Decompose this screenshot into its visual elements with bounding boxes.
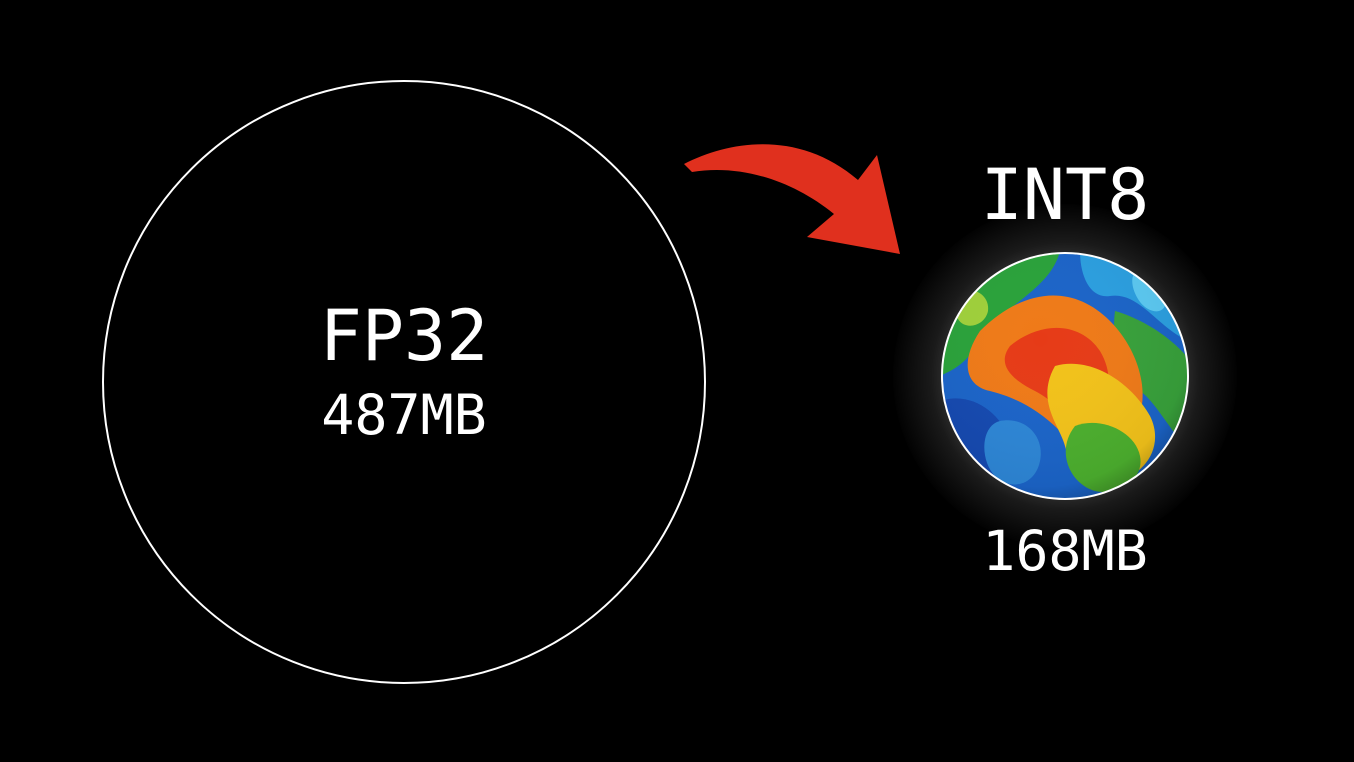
fp32-size-label: 487MB: [321, 383, 487, 447]
fp32-circle: [102, 80, 706, 684]
fp32-label: FP32: [319, 295, 489, 377]
curved-arrow-icon: [684, 144, 900, 254]
int8-size-label: 168MB: [982, 519, 1148, 583]
swirl-sphere-icon: [941, 252, 1189, 500]
